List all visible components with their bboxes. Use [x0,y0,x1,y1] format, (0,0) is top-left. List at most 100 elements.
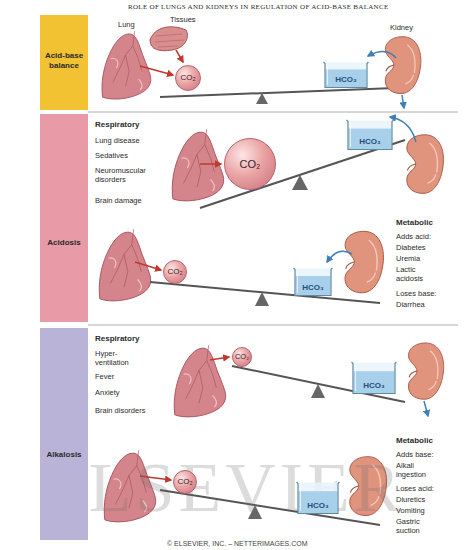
hco3-arrow [368,51,396,58]
beaker-wall [324,62,369,88]
cause-item: Brain disorders [95,406,145,415]
cause-item: Neuromuscular disorders [95,166,157,184]
co2-sphere: CO₂ [163,260,187,284]
beaker-wall [294,268,333,296]
beaker-outline [345,119,395,151]
beaker-highlight [300,485,301,511]
bicarbonate-beaker: HCO₃ [345,119,395,151]
chemical-label: HCO₃ [307,501,328,511]
cause-item: Brain damage [95,196,142,205]
cause-item: Adds base: [396,450,434,459]
beaker-fluid [354,371,395,393]
figure-title: ROLE OF LUNGS AND KIDNEYS IN REGULATION … [128,3,388,12]
section-heading: Metabolic [396,436,433,445]
beaker-fluid [349,129,392,149]
cause-item: Adds acid: [396,232,431,241]
kidney-drawing [345,231,383,292]
hco3-arrow [327,251,352,262]
cause-item: Anxiety [95,388,120,397]
beaker-fluid [326,69,367,87]
bicarbonate-beaker: HCO₃ [292,267,334,297]
co2-sphere: CO₂ [175,65,201,91]
lung-drawing [102,31,151,99]
co2-sphere: CO₂ [232,347,252,367]
bicarbonate-beaker: HCO₃ [350,361,398,395]
part-label: Lung [118,20,135,29]
cause-item: Diuretics [396,495,425,504]
beaker-highlight [350,123,351,147]
seesaw-beam [160,88,395,97]
section-heading: Respiratory [95,334,139,343]
section-divider [88,112,458,113]
cause-item: Sedatives [95,151,128,160]
cause-item: Hyper-ventilation [95,349,140,367]
section-band: Acidosis [40,114,88,322]
copyright-note: © ELSEVIER, INC. – NETTERIMAGES.COM [167,540,308,548]
kidney-drawing [407,135,444,194]
beaker-fluid [296,276,331,295]
cause-item: Alkali ingestion [396,461,438,479]
cause-item: Diarrhea [396,300,425,309]
beaker-wall [352,362,397,394]
cause-item: Fever [95,372,114,381]
co2-sphere: CO₂ [224,138,276,190]
chemical-label: HCO₃ [363,381,384,391]
beaker-highlight [297,271,298,293]
cause-item: Loses base: [396,289,436,298]
lung-drawing [172,129,223,201]
chemical-label: CO₂ [235,353,249,361]
bicarbonate-beaker: HCO₃ [295,481,341,515]
cause-item: Diabetes [396,243,426,252]
kidney-drawing [385,37,421,94]
beaker-outline [292,267,334,297]
beaker-highlight [327,65,328,85]
cause-item: Lung disease [95,136,140,145]
section-title: Acidosis [43,238,85,248]
beaker-glass [348,121,392,150]
beaker-wall [297,482,340,514]
beaker-glass [325,63,367,88]
fulcrum [292,175,308,190]
cause-item: Loses acid: [396,484,434,493]
co2-arrow [135,262,161,270]
tissue-drawing [150,27,187,51]
chemical-label: CO₂ [180,74,195,83]
bicarbonate-beaker: HCO₃ [322,61,370,89]
co2-arrow [210,357,229,360]
cause-item: Gastric suction [396,517,438,535]
chemical-label: HCO₃ [359,137,380,147]
seesaw-beam [232,366,405,402]
section-title: Alkalosis [43,450,85,460]
beaker-glass [298,483,338,514]
excretion-arrow [402,95,404,108]
co2-arrow [140,66,173,75]
co2-arrow [200,163,221,165]
kidney-drawing [408,343,443,399]
lung-drawing [174,345,225,417]
excretion-arrow [424,401,428,416]
beaker-wall [347,120,394,150]
section-band: Acid-base balance [40,15,88,110]
chemical-label: HCO₃ [335,75,356,85]
fulcrum [311,384,325,398]
section-band: Alkalosis [40,328,88,540]
part-label: Tissues [170,15,196,24]
fulcrum [255,292,269,306]
hco3-arrow [390,117,416,142]
cause-item: Lactic acidosis [396,265,436,283]
chemical-label: HCO₃ [302,283,323,293]
chemical-label: CO₂ [167,268,182,277]
chemical-label: CO₂ [240,158,261,170]
beaker-highlight [355,365,356,391]
chemical-label: CO₂ [177,478,192,487]
cause-item: Vomiting [396,506,425,515]
fulcrum [256,93,268,104]
co2-arrow [176,50,183,62]
section-divider [88,325,458,326]
beaker-glass [295,269,331,296]
cause-item: Uremia [396,254,420,263]
part-label: Kidney [390,23,413,32]
section-heading: Metabolic [396,218,433,227]
beaker-fluid [299,491,338,513]
